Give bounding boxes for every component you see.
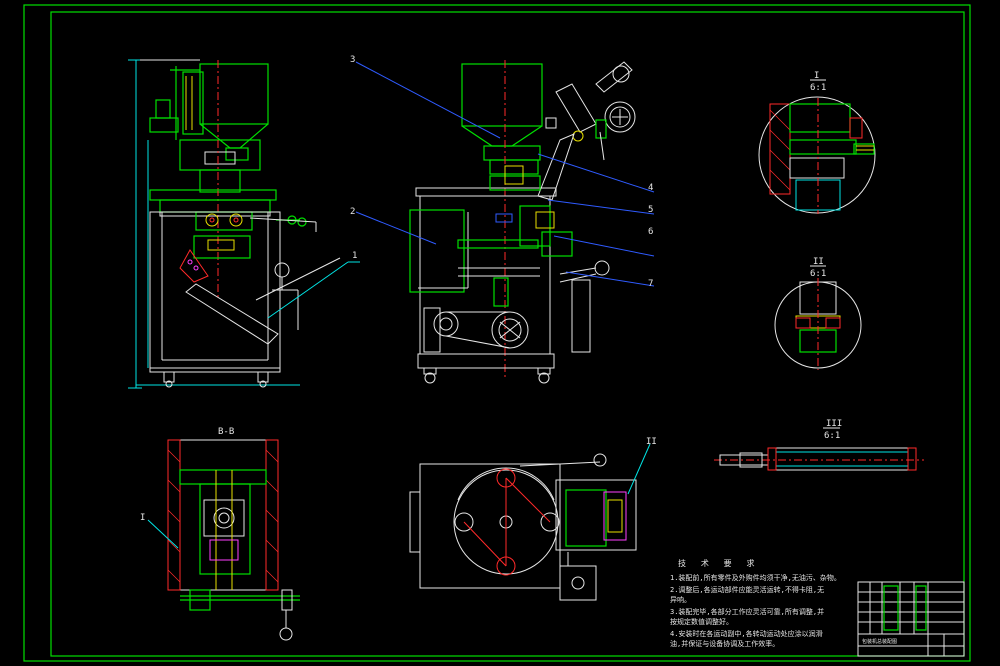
front-view: 1 (128, 59, 360, 389)
leader-label-6: 6 (648, 227, 653, 237)
tech-note-line-4: 3.装配完毕,各部分工作应灵活可靠,所有调整,并 (670, 607, 824, 616)
detail-I-title: I (814, 71, 819, 81)
leader-label-3: 3 (350, 55, 355, 65)
section-bb-title: B-B (218, 427, 234, 437)
leader-label-I: I (140, 513, 145, 523)
leader-label-2: 2 (350, 207, 355, 217)
section-bb: B-B I (140, 427, 300, 641)
tech-note-line-7: 油,并保证与设备协调及工作效率。 (670, 639, 779, 648)
detail-II-scale: 6:1 (810, 269, 826, 279)
tech-note-line-3: 异响。 (670, 595, 691, 604)
tech-note-line-2: 2.调整后,各运动部件应能灵活运转,不得卡阻,无 (670, 585, 824, 594)
detail-II: II 6:1 (774, 257, 862, 370)
side-view: 3 2 4 5 6 7 (350, 55, 655, 384)
inner-border (50, 11, 965, 657)
detail-III-scale: 6:1 (824, 431, 840, 441)
tech-note-line-6: 4.安装时在各运动副中,各转动运动处应涂以润滑 (670, 629, 823, 638)
leader-label-7: 7 (648, 279, 653, 289)
tech-note-line-1: 1.装配前,所有零件及外购件均须干净,无油污、杂物。 (670, 573, 841, 582)
title-block-name: 包装机总装配图 (862, 638, 897, 645)
leader-label-4: 4 (648, 183, 653, 193)
tech-note-line-5: 按规定数值调整好。 (670, 617, 733, 626)
detail-I: I 6:1 (758, 71, 876, 214)
title-block: 包装机总装配图 (857, 581, 965, 657)
leader-label-5: 5 (648, 205, 653, 215)
leader-label-II: II (646, 437, 657, 447)
detail-II-title: II (813, 257, 824, 267)
detail-I-scale: 6:1 (810, 83, 826, 93)
detail-III-title: III (826, 419, 842, 429)
outer-border (23, 4, 971, 662)
plan-view: II (409, 437, 657, 601)
detail-III: III 6:1 (714, 419, 924, 471)
leader-label-1: 1 (352, 251, 357, 261)
tech-notes: 技 术 要 求 1.装配前,所有零件及外购件均须干净,无油污、杂物。 2.调整后… (670, 558, 841, 648)
tech-notes-title: 技 术 要 求 (678, 558, 759, 568)
